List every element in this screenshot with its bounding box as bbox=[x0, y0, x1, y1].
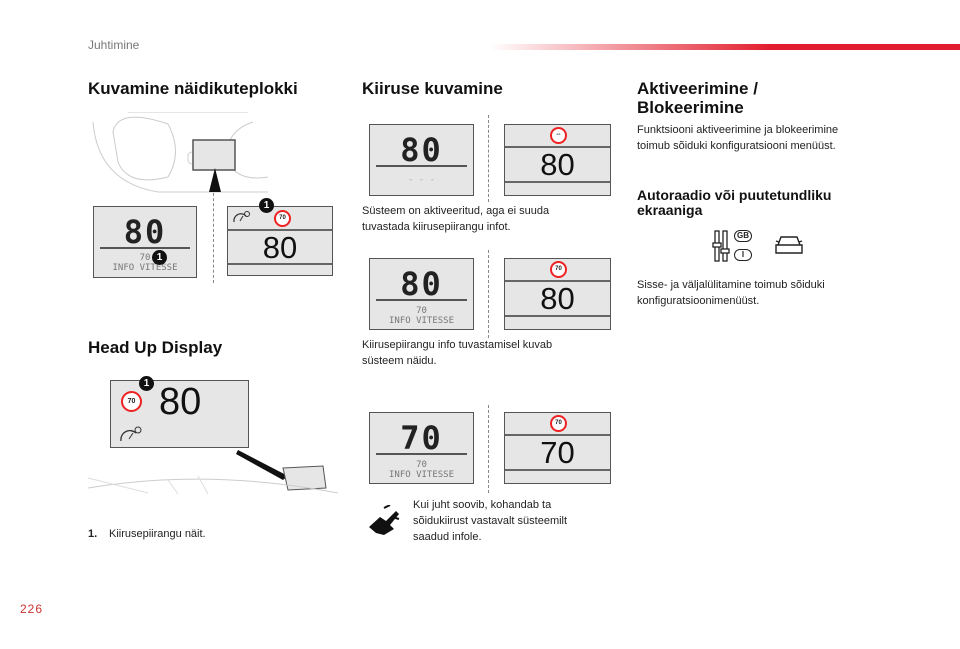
speedometer-icon bbox=[233, 211, 250, 223]
lcd-info: INFO VITESSE bbox=[388, 470, 455, 480]
separator bbox=[228, 263, 332, 265]
speed-limit-sign: 70 bbox=[550, 261, 567, 278]
windshield-illustration bbox=[88, 450, 339, 495]
legend-text: Kiirusepiirangu näit. bbox=[109, 528, 206, 540]
lcd-separator bbox=[376, 299, 467, 301]
divider-dashed bbox=[488, 405, 489, 493]
lcd-speed: 80 bbox=[123, 213, 167, 251]
hand-adjust-icon bbox=[369, 505, 400, 535]
callout-badge: 1 bbox=[259, 198, 274, 213]
callout-badge: 1 bbox=[152, 250, 167, 265]
current-speed: 80 bbox=[262, 230, 298, 265]
activation-text: Funktsiooni aktiveerimine ja blokeerimin… bbox=[637, 124, 839, 152]
lcd-info: INFO VITESSE bbox=[388, 316, 455, 326]
page-number: 226 bbox=[20, 602, 44, 616]
color-display: 70 80 bbox=[504, 258, 611, 330]
hud-speed: 80 bbox=[159, 381, 202, 423]
lcd-no-info: - - - bbox=[407, 175, 436, 185]
speed-limit-sign: 70 bbox=[550, 415, 567, 432]
caption-driver-adjusts: Kui juht soovib, kohandab ta sõidukiirus… bbox=[413, 499, 568, 543]
current-speed: 80 bbox=[540, 147, 575, 182]
lcd-info: INFO VITESSE bbox=[112, 263, 178, 273]
heading-speed-display: Kiiruse kuvamine bbox=[362, 79, 503, 98]
lcd-speed: 70 bbox=[400, 419, 443, 457]
callout-badge: 1 bbox=[139, 376, 154, 391]
lcd-display: 80 70 INFO VITESSE 1 bbox=[93, 206, 197, 278]
current-speed: 80 bbox=[540, 281, 575, 316]
separator bbox=[505, 181, 610, 183]
speed-limit-sign: 70 bbox=[121, 391, 142, 412]
color-display: 70 70 bbox=[504, 412, 611, 484]
heading-activation: Aktiveerimine / Blokeerimine bbox=[637, 79, 758, 117]
divider-dashed bbox=[488, 115, 489, 202]
separator bbox=[505, 469, 610, 471]
divider-dashed bbox=[488, 250, 489, 338]
lcd-separator bbox=[376, 165, 467, 167]
hud-display: 70 1 80 bbox=[110, 376, 249, 448]
current-speed: 70 bbox=[540, 435, 575, 470]
language-gb-badge: GB bbox=[734, 230, 752, 242]
lcd-separator bbox=[100, 247, 190, 249]
lcd-limit: 70 bbox=[139, 253, 151, 263]
separator bbox=[505, 280, 610, 282]
lcd-speed: 80 bbox=[400, 131, 443, 169]
heading-cluster-display: Kuvamine näidikuteplokki bbox=[88, 79, 298, 98]
lcd-display: 70 70 INFO VITESSE bbox=[369, 412, 474, 484]
heading-radio-touchscreen: Autoraadio või puutetundliku ekraaniga bbox=[637, 187, 832, 218]
color-display: 70 1 80 bbox=[227, 198, 333, 276]
section-title: Juhtimine bbox=[88, 38, 140, 52]
language-i-badge: I bbox=[734, 249, 752, 261]
lcd-separator bbox=[376, 453, 467, 455]
speed-limit-sign: -- bbox=[550, 127, 567, 144]
divider-dashed bbox=[213, 193, 214, 283]
caption-info-detected: Kiirusepiirangu info tuvastamisel kuvab … bbox=[362, 339, 553, 367]
legend-number: 1. bbox=[88, 528, 98, 540]
header-accent-line bbox=[490, 44, 960, 50]
toggle-text: Sisse- ja väljalülitamine toimub sõiduki… bbox=[637, 279, 825, 307]
separator bbox=[228, 229, 332, 231]
separator bbox=[505, 315, 610, 317]
color-display: -- 80 bbox=[504, 124, 611, 196]
instrument-cluster-illustration bbox=[92, 112, 269, 193]
separator bbox=[505, 146, 610, 148]
lcd-speed: 80 bbox=[400, 265, 443, 303]
lcd-display: 80 - - - bbox=[369, 124, 474, 196]
lcd-display: 80 70 INFO VITESSE bbox=[369, 258, 474, 330]
car-icon bbox=[775, 236, 803, 254]
settings-sliders-icon: GB I bbox=[712, 229, 754, 263]
separator bbox=[505, 434, 610, 436]
lcd-limit: 70 bbox=[416, 460, 427, 470]
heading-head-up-display: Head Up Display bbox=[88, 338, 223, 357]
caption-no-info: Süsteem on aktiveeritud, aga ei suuda tu… bbox=[362, 205, 550, 233]
lcd-limit: 70 bbox=[416, 306, 427, 316]
speed-limit-sign: 70 bbox=[274, 210, 291, 227]
speedometer-icon bbox=[120, 426, 142, 442]
